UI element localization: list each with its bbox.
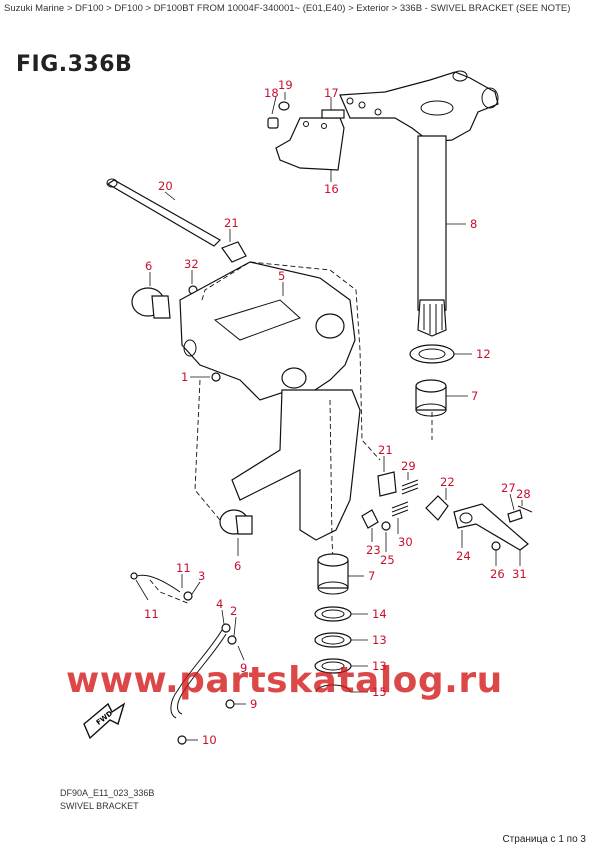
tilt-lock-parts — [361, 471, 449, 531]
callout-11-top[interactable]: 11 — [176, 561, 191, 575]
tilt-pin-part — [106, 178, 221, 247]
callout-30[interactable]: 30 — [398, 535, 413, 549]
callout-17[interactable]: 17 — [324, 86, 339, 100]
callout-5[interactable]: 5 — [278, 269, 285, 283]
ground-wire-parts — [130, 572, 237, 745]
callout-22[interactable]: 22 — [440, 475, 455, 489]
callout-25[interactable]: 25 — [380, 553, 395, 567]
nut-part — [267, 117, 279, 129]
callout-16[interactable]: 16 — [324, 182, 339, 196]
figure-code: DF90A_E11_023_336B — [60, 788, 155, 798]
tilt-lever-parts — [453, 503, 533, 551]
callout-10[interactable]: 10 — [202, 733, 217, 747]
figure-title: FIG.336B — [16, 52, 133, 77]
callout-12[interactable]: 12 — [476, 347, 491, 361]
thrust-washer-part — [409, 344, 455, 364]
callout-9-lower[interactable]: 9 — [250, 697, 257, 711]
callout-29[interactable]: 29 — [401, 459, 416, 473]
upper-bush-part — [415, 379, 447, 417]
callout-11-bottom[interactable]: 11 — [144, 607, 159, 621]
callout-6-top[interactable]: 6 — [145, 259, 152, 273]
bolt-part — [211, 372, 221, 382]
washer-part — [278, 101, 290, 111]
callout-19[interactable]: 19 — [278, 78, 293, 92]
steering-shaft-part — [417, 135, 447, 337]
callout-13-upper[interactable]: 13 — [372, 633, 387, 647]
callout-6-bottom[interactable]: 6 — [234, 559, 241, 573]
clamp-bracket-part — [275, 117, 345, 171]
swivel-bracket-part — [179, 261, 361, 541]
washer-rings — [314, 606, 352, 693]
callout-14[interactable]: 14 — [372, 607, 387, 621]
callout-31[interactable]: 31 — [512, 567, 527, 581]
lower-bushing-part — [219, 509, 253, 535]
bolt-part — [321, 109, 345, 119]
breadcrumb[interactable]: Suzuki Marine > DF100 > DF100 > DF100BT … — [4, 3, 571, 14]
callout-23[interactable]: 23 — [366, 543, 381, 557]
callout-24[interactable]: 24 — [456, 549, 471, 563]
callout-21-mid[interactable]: 21 — [378, 443, 393, 457]
callout-13-lower[interactable]: 13 — [372, 659, 387, 673]
bush-part — [221, 241, 247, 263]
callout-8[interactable]: 8 — [470, 217, 477, 231]
callout-18[interactable]: 18 — [264, 86, 279, 100]
callout-7-bottom[interactable]: 7 — [368, 569, 375, 583]
watermark-text: www.partskatalog.ru — [66, 660, 503, 701]
fwd-arrow-icon: FWD — [83, 702, 126, 740]
callout-1[interactable]: 1 — [181, 370, 188, 384]
callout-2[interactable]: 2 — [230, 604, 237, 618]
callout-labels: 18 19 17 16 20 21 8 6 32 5 12 1 7 21 29 … — [144, 78, 531, 747]
callout-21-top[interactable]: 21 — [224, 216, 239, 230]
leader-lines — [135, 92, 523, 741]
figure-name: SWIVEL BRACKET — [60, 801, 139, 811]
callout-20[interactable]: 20 — [158, 179, 173, 193]
callout-26[interactable]: 26 — [490, 567, 505, 581]
callout-3[interactable]: 3 — [198, 569, 205, 583]
callout-27[interactable]: 27 — [501, 481, 516, 495]
page-indicator: Страница с 1 по 3 — [502, 834, 586, 845]
callout-9-upper[interactable]: 9 — [240, 661, 247, 675]
steering-bracket-part — [339, 70, 499, 143]
callout-7-top[interactable]: 7 — [471, 389, 478, 403]
callout-4[interactable]: 4 — [216, 597, 223, 611]
bushing-part — [131, 287, 171, 319]
lower-bush-part — [317, 553, 349, 595]
callout-28[interactable]: 28 — [516, 487, 531, 501]
callout-15[interactable]: 15 — [372, 685, 387, 699]
callout-32[interactable]: 32 — [184, 257, 199, 271]
